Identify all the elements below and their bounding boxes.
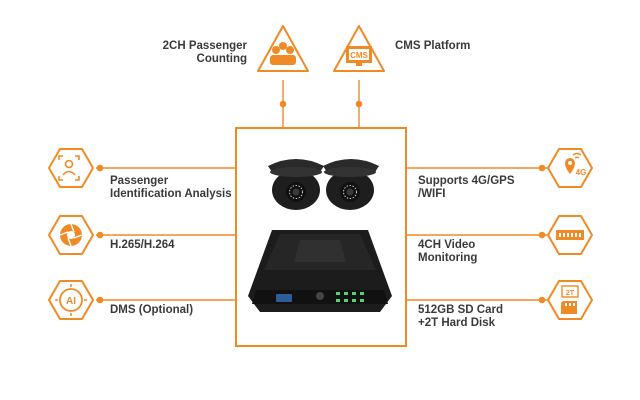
- label-storage: 512GB SD Card +2T Hard Disk: [418, 304, 504, 329]
- face-scan-icon: [48, 148, 94, 188]
- dvr-device-icon: [547, 215, 593, 255]
- center-frame: [235, 127, 407, 347]
- label-codec: H.265/H.264: [110, 239, 175, 251]
- ai-icon-text: AI: [66, 296, 76, 307]
- camera-aperture-icon: [48, 215, 94, 255]
- sd-card-icon: 2T: [547, 280, 593, 320]
- cms-icon-text: CMS: [350, 51, 368, 60]
- connectors: [96, 80, 548, 304]
- cms-monitor-icon: CMS: [333, 25, 385, 72]
- people-group-icon: [257, 25, 309, 72]
- dome-camera-right: [323, 159, 379, 210]
- label-identification: Passenger Identification Analysis: [110, 175, 232, 200]
- mdvr-device: [248, 230, 392, 312]
- location-4g-icon: 4G: [547, 148, 593, 188]
- label-passenger-counting: 2CH Passenger Counting: [162, 40, 247, 65]
- label-dms: DMS (Optional): [110, 304, 194, 316]
- label-video: 4CH Video Monitoring: [418, 239, 478, 264]
- 2t-icon-text: 2T: [566, 290, 575, 297]
- 4g-icon-text: 4G: [576, 168, 587, 177]
- ai-chip-icon: AI: [48, 280, 94, 320]
- dome-camera-left: [268, 159, 324, 210]
- label-cms-platform: CMS Platform: [395, 40, 471, 52]
- label-connectivity: Supports 4G/GPS /WIFI: [418, 175, 515, 200]
